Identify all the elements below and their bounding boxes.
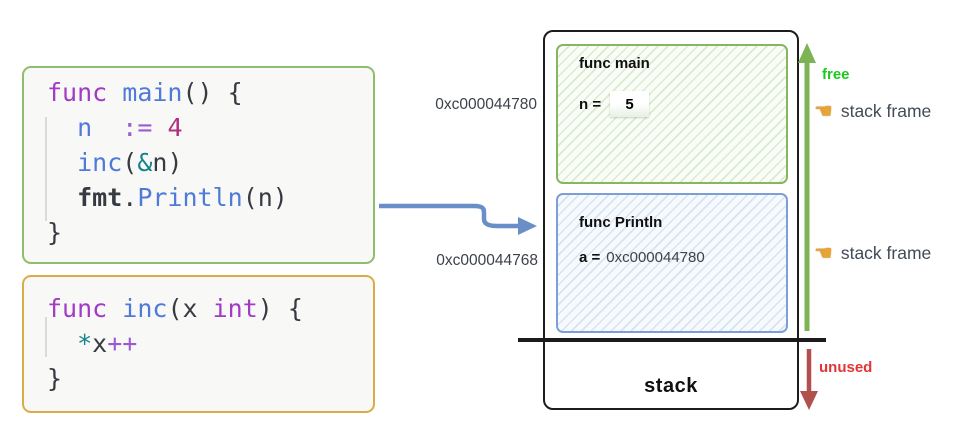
stack-label: stack [644,375,698,397]
code-token: () { [182,78,243,107]
code-line: func main() { [47,75,373,110]
indent-guide [45,317,47,357]
code-token: main [122,78,183,107]
code-token: inc [122,294,168,323]
code-line: inc(&n) [47,145,373,180]
code-token: int [212,294,258,323]
frame-title: func Println [579,214,663,231]
free-label: free [822,66,850,83]
code-token: func [47,78,108,107]
code-token: 4 [167,113,183,142]
free-direction-arrow [798,43,816,331]
code-token: & [137,148,153,177]
code-token [47,148,77,177]
code-token: (n) [242,183,288,212]
stack-frame-annotation-text: stack frame [840,243,932,263]
value-box: 5 [610,91,650,117]
code-token [107,294,122,323]
code-line: } [47,361,373,396]
stack-frame-annotation-bottom: ☚ stack frame [814,243,931,264]
address-label-bottom: 0xc000044768 [436,252,538,269]
indent-guide [45,117,47,221]
code-token: inc [77,148,123,177]
code-token [107,78,122,107]
hand-pointer-icon: ☚ [814,100,833,123]
variable-row: a = 0xc000044780 [579,249,705,266]
code-token [47,329,77,358]
pointer-value: 0xc000044780 [606,249,705,266]
code-token: Println [137,183,243,212]
pointer-arrow [379,203,537,235]
code-token: ) { [257,294,303,323]
variable-row: n = 5 [579,91,650,117]
hand-pointer-icon: ☚ [814,242,833,265]
code-block-inc: func inc(x int) { *x++ } [22,275,375,413]
code-token: ( [122,148,138,177]
var-name: a = [579,249,601,266]
address-label-top: 0xc000044780 [435,96,537,113]
code-line: n := 4 [47,110,373,145]
code-line: } [47,215,373,250]
code-line: fmt.Println(n) [47,180,373,215]
code-token: (x [167,294,213,323]
unused-label: unused [819,359,873,376]
stack-frame-main: func main n = 5 [556,44,788,184]
code-token [92,113,122,142]
code-token [47,183,77,212]
stack-limit-line [518,338,826,342]
code-token: fmt [77,183,123,212]
code-token [47,113,77,142]
code-token: x [92,329,108,358]
code-token: := [122,113,153,142]
code-block-main: func main() { n := 4 inc(&n) fmt.Println… [22,66,375,264]
code-token: n [77,113,93,142]
code-token: } [47,218,63,247]
stack-box: func main n = 5 func Println a = 0xc0000… [543,30,799,410]
var-name: n = [579,95,602,113]
code-line: *x++ [47,326,373,361]
unused-direction-arrow [800,349,818,410]
stack-frame-annotation-text: stack frame [840,101,932,121]
stack-frame-annotation-top: ☚ stack frame [814,101,931,122]
code-line: func inc(x int) { [47,291,373,326]
code-token: func [47,294,108,323]
code-token [152,113,167,142]
code-token: } [47,364,63,393]
code-token: ++ [107,329,138,358]
code-token: n) [152,148,183,177]
frame-title: func main [579,55,650,72]
stack-frame-println: func Println a = 0xc000044780 [556,193,788,333]
code-token: . [122,183,138,212]
code-token: * [77,329,93,358]
